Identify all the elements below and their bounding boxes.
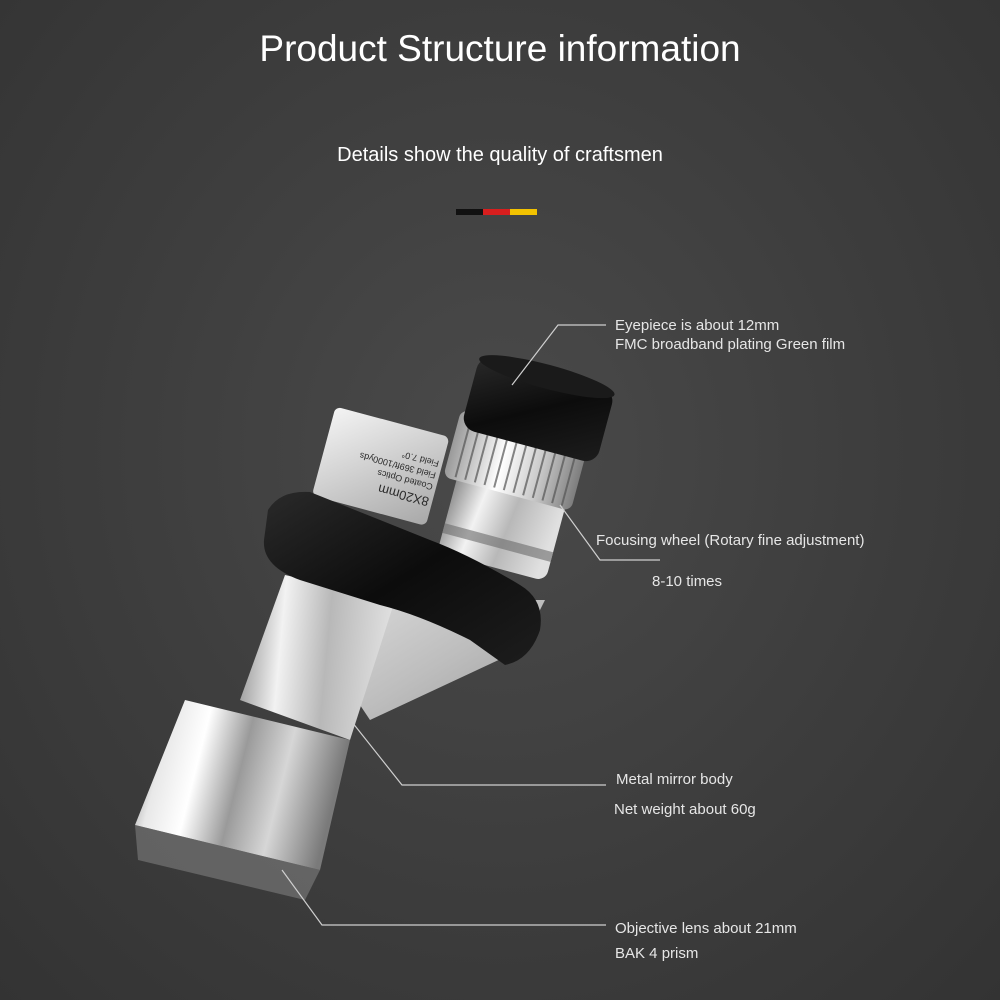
upper-barrel [240,575,395,740]
callout-objective-line1: Objective lens about 21mm [615,920,797,937]
callout-focus-line1: Focusing wheel (Rotary fine adjustment) [596,532,865,549]
callout-objective-line2: BAK 4 prism [615,945,699,962]
black-collar [263,491,541,665]
body-leader [351,721,606,786]
objective-barrel [135,700,350,870]
flag-stripe-red [483,209,510,215]
callout-focus-line2: 8-10 times [652,573,723,590]
objective-leader [281,869,606,926]
page-subtitle: Details show the quality of craftsmen [337,144,663,166]
focus-leader [559,504,660,561]
page-title: Product Structure information [259,28,741,69]
callout-eyepiece-line2: FMC broadband plating Green film [615,336,846,353]
eyepiece-leader [511,324,606,386]
callout-eyepiece: Eyepiece is about 12mm FMC broadband pla… [615,316,845,354]
callout-eyepiece-line1: Eyepiece is about 12mm [615,317,780,334]
flag-stripe-yellow [510,209,537,215]
top-plate [313,407,449,525]
eyecup [463,355,615,462]
flag-stripe-black [456,209,483,215]
callout-body-line1: Metal mirror body [616,771,733,788]
callout-body-line2: Net weight about 60g [614,801,756,818]
